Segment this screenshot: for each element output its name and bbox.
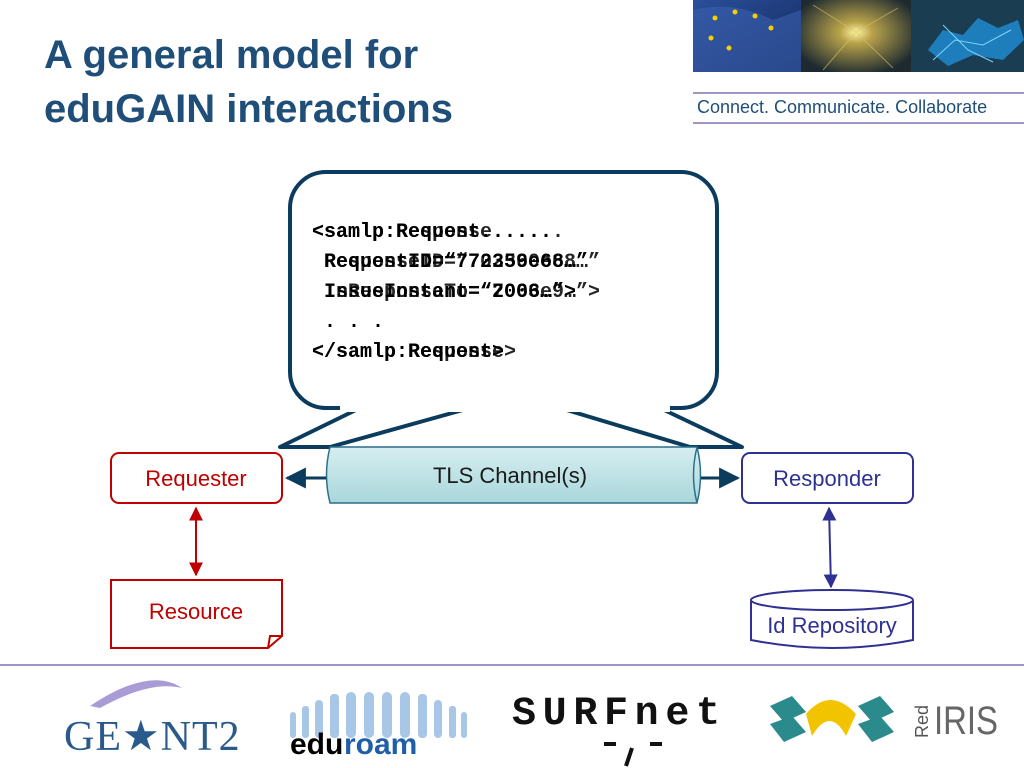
- response-line-5: </samlp:Response>: [312, 341, 516, 364]
- id-repository-node: Id Repository: [750, 589, 914, 649]
- response-line-2: ResponseID=“702360e68…”: [312, 251, 600, 274]
- saml-request-text: <samlp:Request...... RequestID=“772359e6…: [312, 221, 588, 364]
- responder-node: Responder: [741, 452, 914, 504]
- rediris-symbol: [770, 696, 894, 742]
- requester-node: Requester: [110, 452, 283, 504]
- geant2-logo: GE★NT2: [64, 680, 241, 760]
- saml-response-text: <samlp:Response...... ResponseID=“702360…: [312, 221, 600, 364]
- title-line-1: A general model for: [44, 33, 419, 77]
- partner-logos: GE★NT2 edu roam SURFnet Red I: [64, 680, 998, 767]
- responder-label: Responder: [773, 466, 881, 491]
- bubble-tail-left: [278, 406, 472, 449]
- footer-divider: [0, 664, 1024, 666]
- rediris-logo: Red IRIS: [770, 696, 998, 743]
- page-title: A general model for eduGAIN interactions: [44, 28, 604, 136]
- id-repository-label: Id Repository: [767, 613, 897, 638]
- eduroam-logo-edu: edu: [290, 728, 343, 761]
- title-line-2: eduGAIN interactions: [44, 87, 453, 131]
- arrow-responder-repository: [822, 506, 838, 589]
- geant2-logo-text: GE★NT2: [64, 714, 241, 760]
- tagline: Connect. Communicate. Collaborate: [697, 97, 988, 117]
- eduroam-logo: edu roam: [290, 692, 467, 761]
- header-banner-image: [693, 0, 1024, 72]
- tls-channel-label: TLS Channel(s): [433, 463, 587, 488]
- light-photo: [801, 0, 911, 72]
- response-line-1: <samlp:Response......: [312, 221, 564, 244]
- request-line-3: IssueInstant=“2006…”>: [312, 281, 576, 304]
- resource-label: Resource: [149, 599, 243, 624]
- resource-node: Resource: [110, 579, 283, 649]
- request-line-5: </samlp:Request>: [312, 341, 504, 364]
- rediris-logo-red: Red: [912, 705, 932, 738]
- rediris-logo-iris: IRIS: [934, 699, 998, 743]
- bubble-tail-right: [558, 406, 744, 449]
- response-line-3: InResponseTo=“7063e9…”>: [312, 281, 600, 304]
- tls-channel: TLS Channel(s): [325, 446, 702, 504]
- surfnet-logo: SURFnet: [512, 692, 720, 767]
- request-line-2: RequestID=“772359e68…”: [312, 251, 588, 274]
- request-line-4: . . .: [312, 311, 384, 334]
- request-line-1: <samlp:Request......: [312, 221, 552, 244]
- requester-label: Requester: [145, 466, 247, 491]
- eduroam-logo-roam: roam: [344, 728, 417, 761]
- surfnet-logo-text: SURFnet: [512, 692, 720, 737]
- tagline-box: [693, 92, 1024, 124]
- interaction-diagram: <samlp:Request...... RequestID=“772359e6…: [110, 170, 914, 649]
